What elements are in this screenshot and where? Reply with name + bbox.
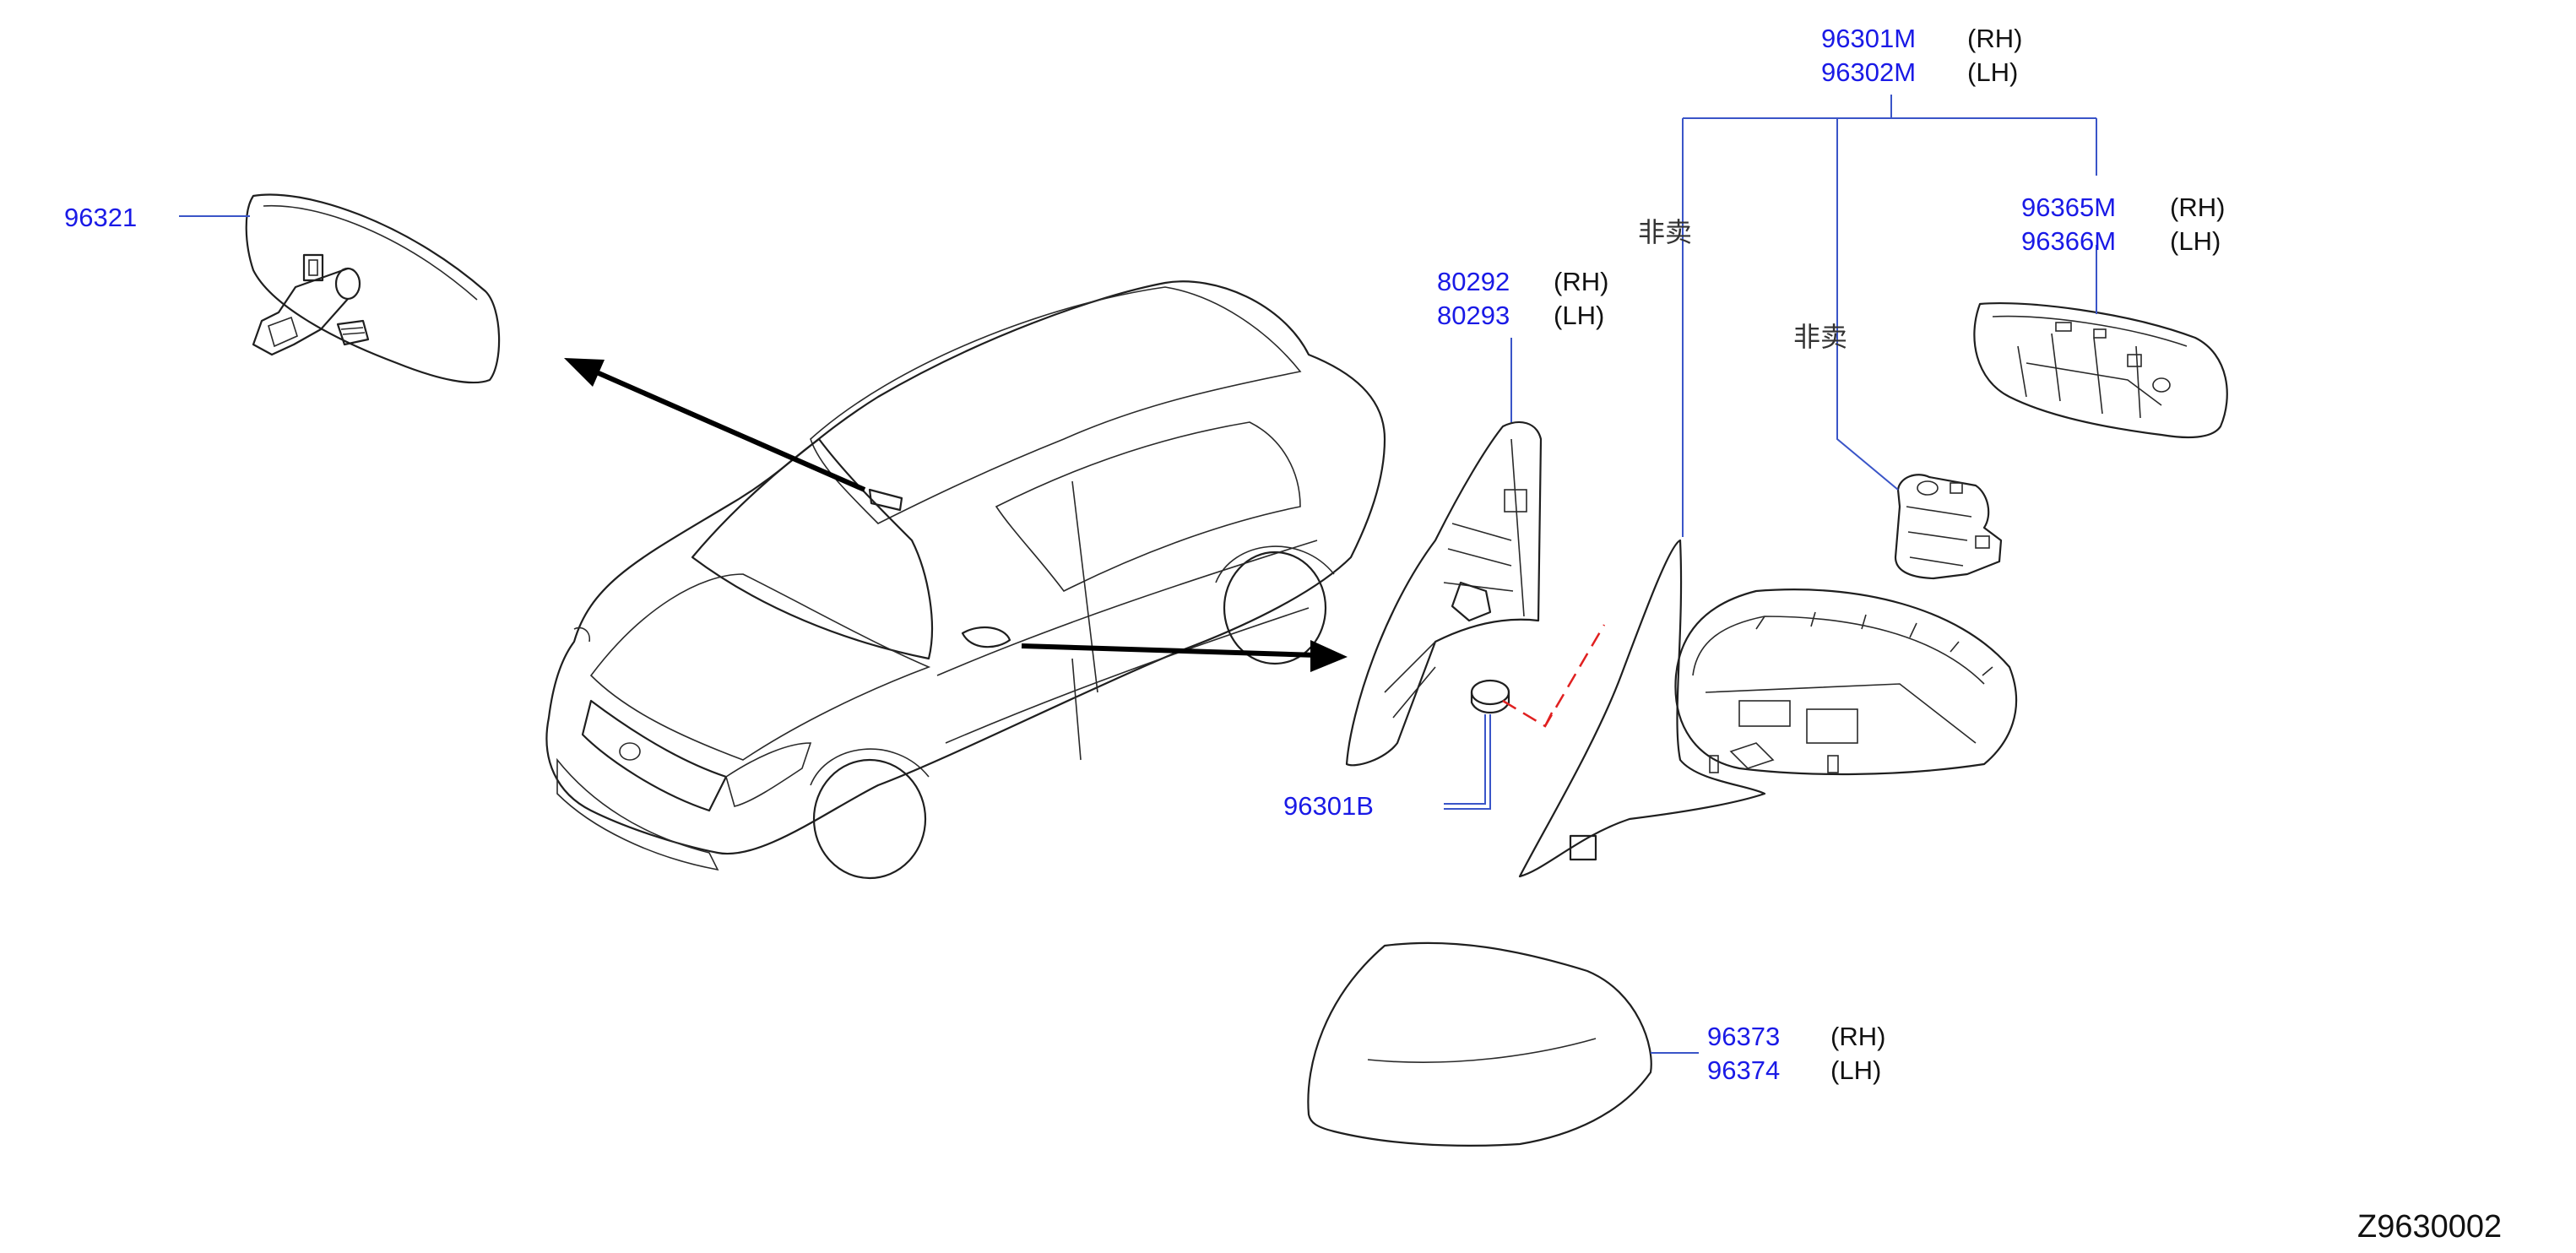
label-glass-lh-side: (LH) bbox=[2170, 226, 2221, 256]
nut-drawing bbox=[1470, 679, 1510, 713]
label-finisher-rh-part: 80292 bbox=[1437, 267, 1510, 296]
label-cover-rh-part: 96373 bbox=[1707, 1022, 1780, 1051]
mirror-glass-drawing bbox=[1973, 301, 2228, 439]
finisher-drawing bbox=[1345, 420, 1543, 767]
label-mirror-lh-part: 96302M bbox=[1821, 57, 1916, 87]
label-nut-part: 96301B bbox=[1283, 791, 1374, 821]
actuator-drawing bbox=[1894, 474, 2003, 580]
inside-mirror-drawing bbox=[245, 193, 501, 384]
label-glass-lh-part: 96366M bbox=[2021, 226, 2116, 256]
label-glass-rh-side: (RH) bbox=[2170, 193, 2225, 222]
label-not-sold-assembly: 非卖 bbox=[1638, 216, 1692, 248]
label-cover-lh-part: 96374 bbox=[1707, 1055, 1780, 1085]
label-mirror-rh-part: 96301M bbox=[1821, 24, 1916, 53]
arrow-to-inside-mirror bbox=[564, 358, 866, 492]
label-finisher-lh-side: (LH) bbox=[1554, 301, 1604, 330]
label-glass-rh-part: 96365M bbox=[2021, 193, 2116, 222]
label-mirror-lh-side: (LH) bbox=[1967, 57, 2018, 87]
label-not-sold-actuator: 非卖 bbox=[1793, 321, 1847, 353]
diagram-code: Z9630002 bbox=[2357, 1209, 2502, 1245]
car-drawing bbox=[545, 280, 1386, 880]
label-finisher-lh-part: 80293 bbox=[1437, 301, 1510, 330]
label-cover-lh-side: (LH) bbox=[1830, 1055, 1881, 1085]
door-mirror-housing-drawing bbox=[1518, 539, 2018, 878]
leader-nut bbox=[1444, 714, 1491, 810]
label-mirror-rh-side: (RH) bbox=[1967, 24, 2022, 53]
leader-actuator bbox=[1836, 118, 1899, 491]
label-inside-mirror-part: 96321 bbox=[64, 203, 137, 232]
label-cover-rh-side: (RH) bbox=[1830, 1022, 1885, 1051]
arrow-to-door-mirror bbox=[1021, 640, 1348, 672]
mirror-group-bracket bbox=[1683, 95, 2097, 176]
assembly-guide-lines bbox=[1502, 624, 1606, 728]
mirror-cover-drawing bbox=[1307, 941, 1652, 1147]
label-finisher-rh-side: (RH) bbox=[1554, 267, 1608, 296]
